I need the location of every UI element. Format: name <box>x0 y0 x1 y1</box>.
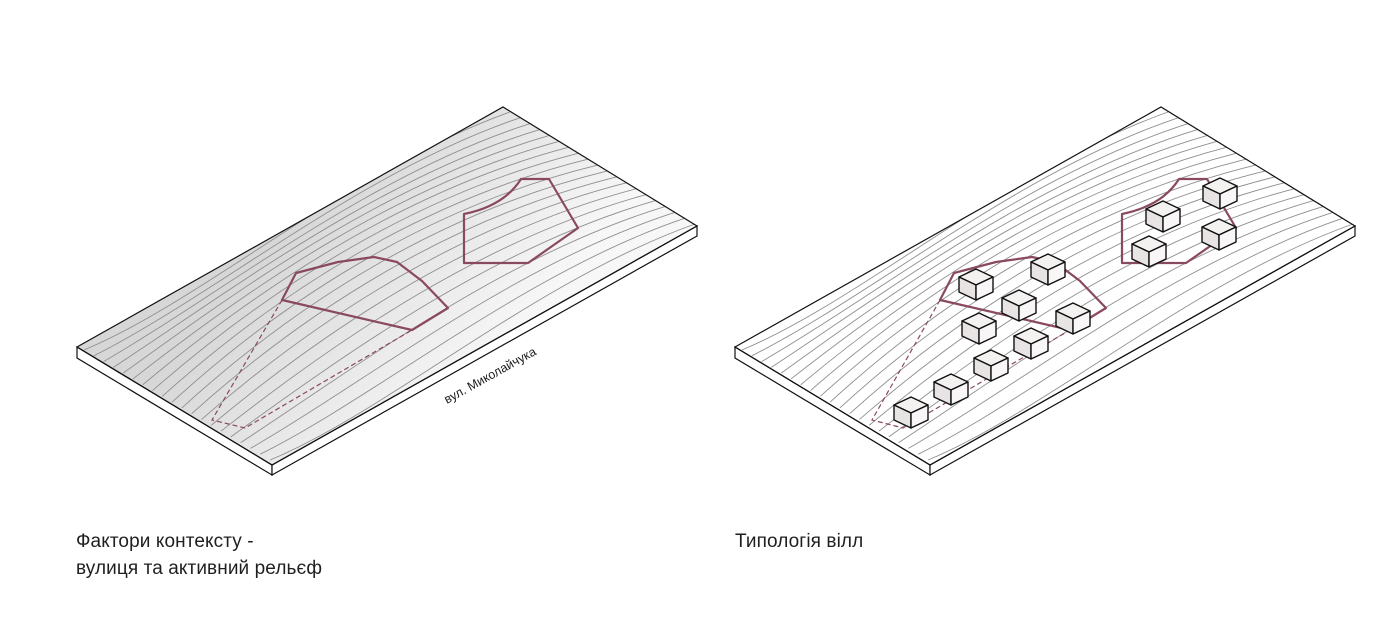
contour-line <box>878 194 1305 432</box>
villa-cube <box>958 268 994 301</box>
villa-cube <box>933 373 969 406</box>
terrain-top-surface <box>77 107 697 465</box>
caption-typology: Типологія вілл <box>735 528 863 555</box>
contour-line <box>810 152 1237 391</box>
terrain-outline <box>75 106 699 466</box>
villa-cube <box>1055 302 1091 335</box>
contour-line <box>250 211 676 449</box>
terrain-top-surface <box>735 107 1355 465</box>
terrain-model-villas <box>733 106 1357 477</box>
contour-line <box>132 141 559 380</box>
contour-line <box>152 152 579 391</box>
contour-line <box>927 223 1354 461</box>
contour-line <box>181 170 608 409</box>
contour-line <box>918 217 1344 455</box>
contour-line <box>142 146 569 386</box>
contour-line <box>122 135 550 374</box>
contour-line <box>220 194 647 432</box>
contour-line <box>103 123 530 362</box>
contour-line <box>790 141 1217 380</box>
contour-line <box>191 176 618 415</box>
villa-cube <box>1001 289 1037 322</box>
terrain-model-context: вул. Миколайчука <box>75 106 699 477</box>
contour-line <box>210 188 637 426</box>
villa-cube <box>973 349 1009 382</box>
villa-cube <box>893 396 929 429</box>
contour-line <box>751 117 1178 357</box>
site-boundary-lower <box>280 255 450 332</box>
caption-line-1: Типологія вілл <box>735 531 864 552</box>
villa-group <box>893 177 1238 429</box>
contour-line <box>113 129 540 368</box>
contour-line <box>230 199 657 438</box>
contour-line <box>780 135 1208 374</box>
villa-cube <box>961 312 997 345</box>
villa-cube <box>1145 200 1181 233</box>
contour-line <box>771 129 1198 368</box>
contour-line <box>93 117 520 357</box>
contour-line <box>908 211 1334 449</box>
caption-line-1: Фактори контексту - <box>76 531 254 552</box>
contour-line <box>260 217 686 455</box>
contour-line <box>800 146 1227 386</box>
caption-line-2: вулиця та активний рельєф <box>76 558 323 579</box>
terrain-outline <box>733 106 1357 466</box>
villa-cube <box>1013 327 1049 360</box>
contour-line <box>761 123 1188 362</box>
villa-cube <box>1030 253 1066 286</box>
site-boundary-upper <box>462 177 580 265</box>
caption-context: Фактори контексту - вулиця та активний р… <box>76 528 322 582</box>
site-boundary-dashed <box>211 299 413 429</box>
contour-line <box>269 223 696 461</box>
villa-cube <box>1131 235 1167 268</box>
contour-line <box>868 188 1295 426</box>
villa-cube <box>1202 177 1238 210</box>
villa-cube <box>1201 218 1237 251</box>
